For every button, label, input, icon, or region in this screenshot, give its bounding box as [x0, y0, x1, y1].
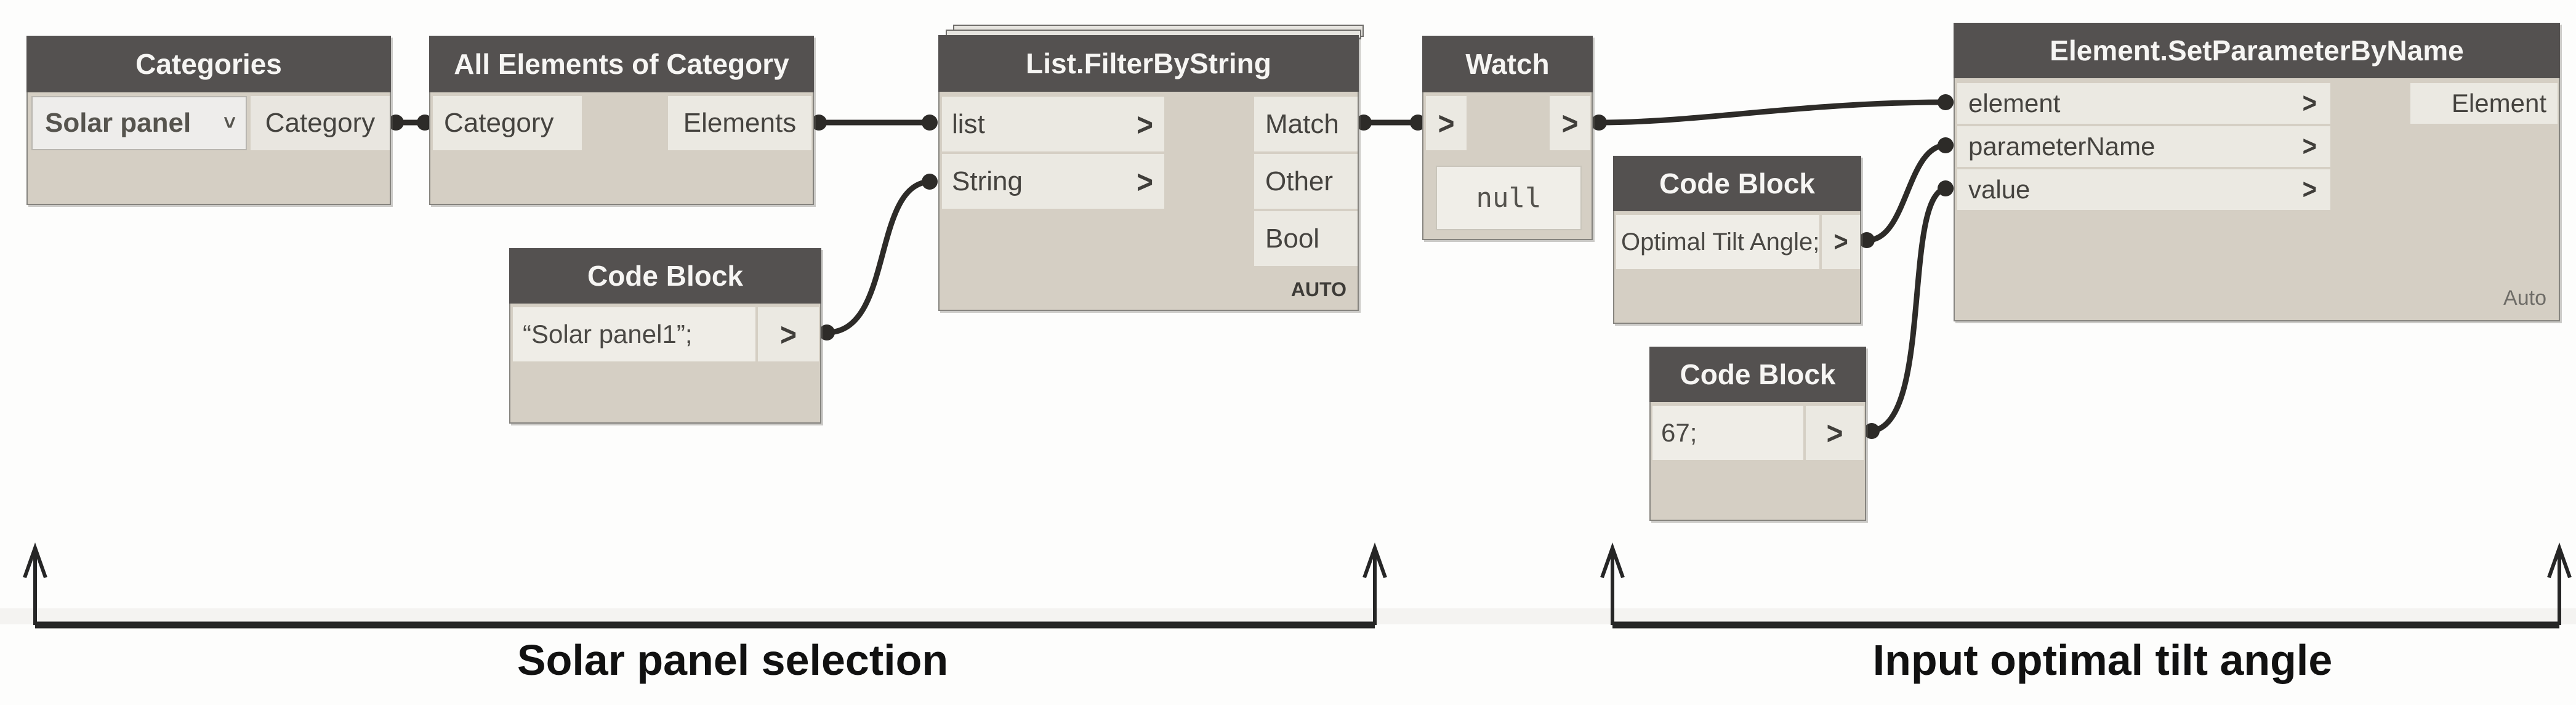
node-watch[interactable]: Watch > > null: [1422, 36, 1593, 240]
port-label: list: [952, 108, 985, 139]
node-title[interactable]: Watch: [1422, 36, 1593, 92]
port-label: Elements: [683, 108, 797, 138]
port-label: Category: [265, 108, 376, 138]
node-title[interactable]: Element.SetParameterByName: [1954, 23, 2560, 78]
node-categories[interactable]: Categories Solar panel ˅ Category: [26, 36, 391, 205]
chevron-down-icon: ˅: [223, 111, 236, 135]
chevron-right-icon: >: [2302, 174, 2317, 206]
port-label: Match: [1265, 108, 1339, 139]
bracket-right: [1600, 542, 2572, 629]
chevron-right-icon: >: [780, 316, 797, 353]
wire-codeblock-to-value[interactable]: [1871, 185, 1947, 434]
port-label: Other: [1265, 166, 1334, 196]
port-connectors[interactable]: [388, 94, 1954, 439]
categories-dropdown[interactable]: Solar panel ˅: [31, 96, 247, 150]
node-title[interactable]: Code Block: [1649, 347, 1866, 402]
port-label: Element: [2451, 89, 2546, 118]
port-label: element: [1968, 89, 2061, 118]
port-out-match[interactable]: Match: [1254, 97, 1358, 151]
wire-codeblock-to-string[interactable]: [826, 179, 930, 336]
node-title[interactable]: Categories: [26, 36, 391, 92]
bracket-left: [23, 542, 1387, 629]
port-out-code[interactable]: >: [1822, 215, 1860, 269]
wires[interactable]: [396, 99, 1947, 434]
code-text: “Solar panel1”;: [523, 320, 693, 348]
code-text: Optimal Tilt Angle;: [1621, 228, 1820, 256]
port-out-element[interactable]: Element: [2410, 83, 2558, 124]
watch-value-display: null: [1436, 166, 1582, 230]
port-out-elements[interactable]: Elements: [668, 96, 811, 150]
port-out-code[interactable]: >: [1806, 406, 1864, 460]
port-out-other[interactable]: Other: [1254, 154, 1358, 209]
chevron-right-icon: >: [1137, 163, 1153, 200]
port-label: Bool: [1265, 223, 1320, 254]
port-in-value[interactable]: value >: [1957, 169, 2330, 210]
chevron-right-icon: >: [2302, 87, 2317, 119]
code-block-input[interactable]: “Solar panel1”;: [513, 307, 755, 361]
node-all-elements-of-category[interactable]: All Elements of Category Category Elemen…: [429, 36, 814, 205]
node-code-block-string[interactable]: Code Block “Solar panel1”; >: [509, 248, 821, 424]
chevron-right-icon: >: [2302, 131, 2317, 163]
lacing-indicator[interactable]: AUTO: [1290, 278, 1346, 300]
port-out-bool[interactable]: Bool: [1254, 211, 1358, 266]
port-in-element[interactable]: element >: [1957, 83, 2330, 124]
dropdown-value: Solar panel: [45, 108, 191, 138]
port-label: String: [952, 166, 1023, 196]
code-block-input[interactable]: 67;: [1652, 406, 1803, 460]
arrow-up-icon: [23, 542, 47, 579]
annotation-input-optimal-tilt-angle: Input optimal tilt angle: [1872, 636, 2333, 684]
port-in-list[interactable]: list >: [942, 97, 1164, 151]
port-label: value: [1968, 175, 2031, 204]
node-code-block-value[interactable]: Code Block 67; >: [1649, 347, 1866, 521]
node-element-setparameterbyname[interactable]: Element.SetParameterByName element > par…: [1954, 23, 2560, 321]
port-out-watch[interactable]: >: [1550, 96, 1590, 150]
code-block-input[interactable]: Optimal Tilt Angle;: [1616, 215, 1819, 269]
node-list-filterbystring[interactable]: List.FilterByString list > String > Matc…: [938, 35, 1359, 311]
port-out-category[interactable]: Category: [251, 96, 390, 150]
port-in-category[interactable]: Category: [433, 96, 582, 150]
code-text: 67;: [1661, 418, 1697, 447]
chevron-right-icon: >: [1826, 414, 1843, 451]
node-title[interactable]: All Elements of Category: [429, 36, 814, 92]
arrow-up-icon: [2547, 542, 2572, 579]
port-label: parameterName: [1968, 132, 2155, 161]
port-out-code[interactable]: >: [758, 307, 819, 361]
wire-watch-to-element[interactable]: [1598, 99, 1946, 126]
port-in-string[interactable]: String >: [942, 154, 1164, 209]
port-in-parametername[interactable]: parameterName >: [1957, 126, 2330, 167]
node-title[interactable]: Code Block: [509, 248, 821, 304]
node-title[interactable]: Code Block: [1613, 156, 1861, 211]
chevron-right-icon: >: [1137, 105, 1153, 143]
wire-codeblock-to-parametername[interactable]: [1866, 142, 1946, 243]
chevron-right-icon: >: [1438, 105, 1455, 142]
port-label: Category: [444, 108, 554, 138]
chevron-right-icon: >: [1561, 105, 1579, 142]
arrow-up-icon: [1600, 542, 1625, 579]
annotation-solar-panel-selection: Solar panel selection: [517, 636, 949, 684]
node-code-block-param[interactable]: Code Block Optimal Tilt Angle; >: [1613, 156, 1861, 324]
lacing-indicator[interactable]: Auto: [2503, 286, 2546, 310]
port-in-watch[interactable]: >: [1426, 96, 1467, 150]
node-title[interactable]: List.FilterByString: [938, 35, 1359, 92]
arrow-up-icon: [1362, 542, 1387, 579]
chevron-right-icon: >: [1833, 226, 1848, 258]
